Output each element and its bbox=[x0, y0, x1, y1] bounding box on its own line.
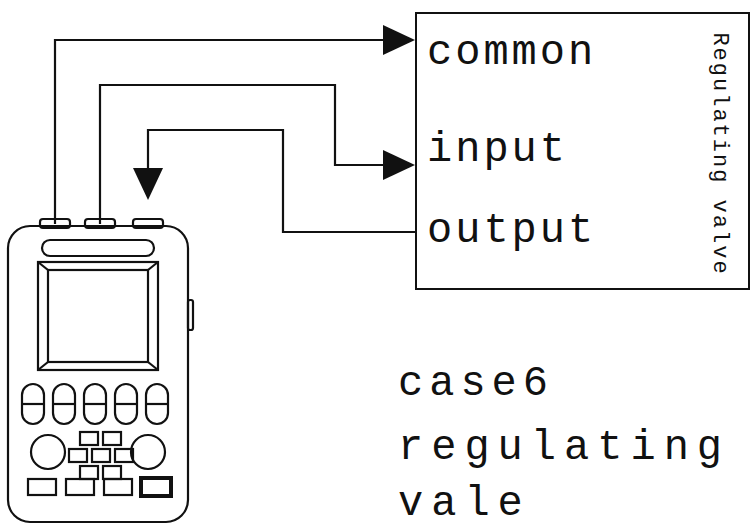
common-wire bbox=[55, 40, 385, 224]
function-key bbox=[53, 384, 75, 424]
key bbox=[80, 466, 98, 479]
terminal-name: input bbox=[427, 129, 568, 171]
output-wire bbox=[148, 130, 415, 232]
arrowhead bbox=[383, 150, 415, 180]
screen-frame bbox=[38, 262, 158, 370]
key bbox=[66, 479, 94, 495]
wires bbox=[55, 40, 415, 232]
display-strip bbox=[42, 240, 154, 256]
key bbox=[103, 432, 121, 445]
round-key bbox=[131, 435, 165, 469]
keypad bbox=[28, 432, 133, 495]
round-key bbox=[31, 435, 65, 469]
side-button bbox=[188, 300, 193, 330]
key bbox=[69, 449, 87, 462]
key bbox=[92, 449, 110, 462]
screen bbox=[48, 270, 148, 362]
function-key bbox=[146, 384, 168, 424]
function-key bbox=[115, 384, 137, 424]
case-number: case6 bbox=[398, 363, 554, 405]
arrowheads bbox=[133, 25, 415, 200]
key bbox=[80, 432, 98, 445]
key bbox=[104, 479, 132, 495]
arrowhead bbox=[383, 25, 415, 55]
key bbox=[115, 449, 133, 462]
function-key bbox=[22, 384, 44, 424]
input-wire bbox=[100, 85, 385, 224]
terminal-name: output bbox=[427, 210, 596, 252]
valve-box: Regulating valve common input output bbox=[415, 12, 750, 290]
terminal-name: common bbox=[427, 32, 596, 74]
calibrator-device bbox=[8, 219, 193, 522]
enter-key bbox=[141, 478, 171, 496]
device-title: Regulating valve bbox=[708, 32, 730, 275]
key bbox=[103, 466, 121, 479]
function-keys bbox=[22, 384, 168, 424]
case-caption: regulating vale bbox=[398, 420, 743, 532]
arrowhead bbox=[133, 168, 163, 200]
key bbox=[28, 479, 56, 495]
device-body bbox=[8, 226, 188, 522]
function-key bbox=[84, 384, 106, 424]
